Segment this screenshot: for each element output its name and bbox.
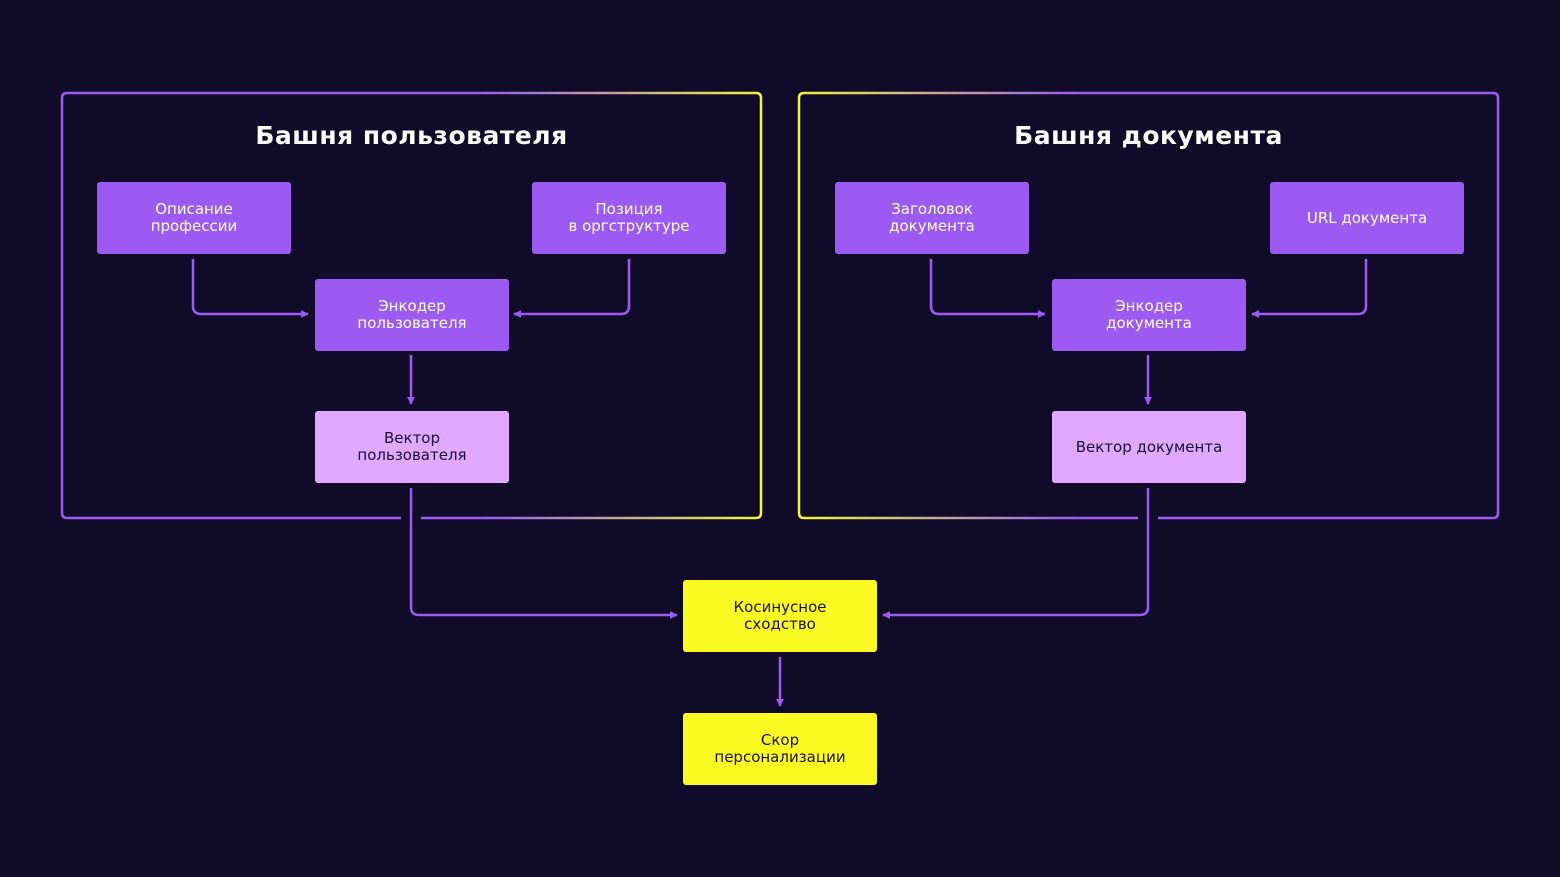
job-description-node: Описание профессии [97, 182, 291, 254]
arrow-user-vector-to-cosine [409, 488, 678, 619]
user-tower-frame [60, 91, 763, 520]
user-tower-title: Башня пользователя [255, 121, 568, 150]
arrow-job-to-encoder [191, 259, 309, 318]
doc-url-node: URL документа [1270, 182, 1464, 254]
arrow-doctitle-to-encoder [929, 259, 1046, 318]
personalization-score-node: Скор персонализации [683, 713, 877, 785]
doc-title-node: Заголовок документа [835, 182, 1029, 254]
user-vector-node: Вектор пользователя [315, 411, 509, 483]
org-position-node: Позиция в оргструктуре [532, 182, 726, 254]
arrow-doc-vector-to-cosine [882, 488, 1150, 619]
arrow-docurl-to-encoder [1251, 259, 1368, 318]
cosine-similarity-node: Косинусное сходство [683, 580, 877, 652]
arrow-position-to-encoder [513, 259, 631, 318]
user-encoder-node: Энкодер пользователя [315, 279, 509, 351]
doc-encoder-node: Энкодер документа [1052, 279, 1246, 351]
document-tower-title: Башня документа [1014, 121, 1283, 150]
doc-vector-node: Вектор документа [1052, 411, 1246, 483]
document-tower-frame [797, 91, 1500, 520]
